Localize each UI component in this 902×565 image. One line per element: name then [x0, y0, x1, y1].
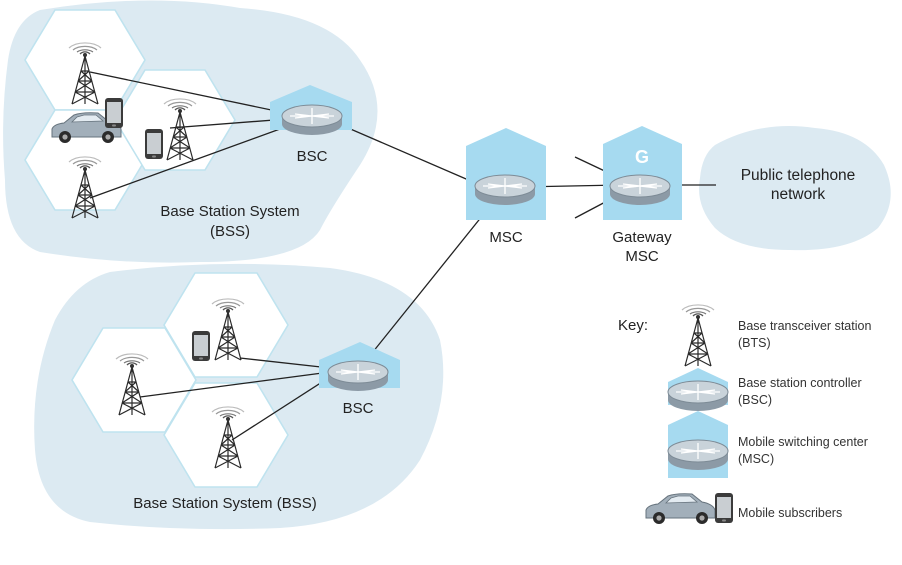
- phone-icon: [192, 331, 210, 361]
- legend-bts-line1: Base transceiver station: [738, 319, 871, 333]
- bsc-bottom-router-icon: [327, 360, 389, 392]
- bss-bottom-label: Base Station System (BSS): [133, 495, 316, 512]
- router-icon: [667, 439, 729, 471]
- bsc-top-label: BSC: [297, 148, 328, 165]
- legend-title: Key:: [618, 317, 648, 334]
- gateway-label-line1: Gateway: [612, 229, 672, 246]
- msc-router-icon: [474, 174, 536, 206]
- phone-icon: [145, 129, 163, 159]
- msc-building: [466, 128, 546, 220]
- bss-top-label-line1: Base Station System: [160, 203, 299, 220]
- pstn-label-line2: network: [771, 186, 826, 203]
- pstn-label-line1: Public telephone: [741, 167, 856, 184]
- legend-bts-line2: (BTS): [738, 336, 771, 350]
- legend-msc-line1: Mobile switching center: [738, 435, 868, 449]
- msc-label: MSC: [489, 229, 523, 246]
- phone-icon: [715, 493, 733, 523]
- legend-msc-line2: (MSC): [738, 452, 774, 466]
- gateway-router-icon: [609, 174, 671, 206]
- bss-top-label-line2: (BSS): [210, 223, 250, 240]
- bts-tower-icon: [681, 304, 715, 367]
- pstn-cloud: [699, 126, 891, 251]
- phone-icon: [105, 98, 123, 128]
- router-icon: [667, 380, 729, 412]
- bsc-top-router-icon: [281, 104, 343, 136]
- legend: Key: Base transceiver station (BTS) Base…: [618, 304, 871, 525]
- gateway-letter: G: [635, 147, 649, 167]
- legend-bsc-line1: Base station controller: [738, 376, 862, 390]
- gateway-building: G: [603, 126, 682, 220]
- bss-bottom-cells: [71, 272, 289, 488]
- gateway-label-line2: MSC: [625, 248, 659, 265]
- car-icon: [645, 493, 716, 525]
- bsc-bottom-label: BSC: [343, 400, 374, 417]
- legend-bsc-line2: (BSC): [738, 393, 772, 407]
- legend-mobile-line1: Mobile subscribers: [738, 506, 842, 520]
